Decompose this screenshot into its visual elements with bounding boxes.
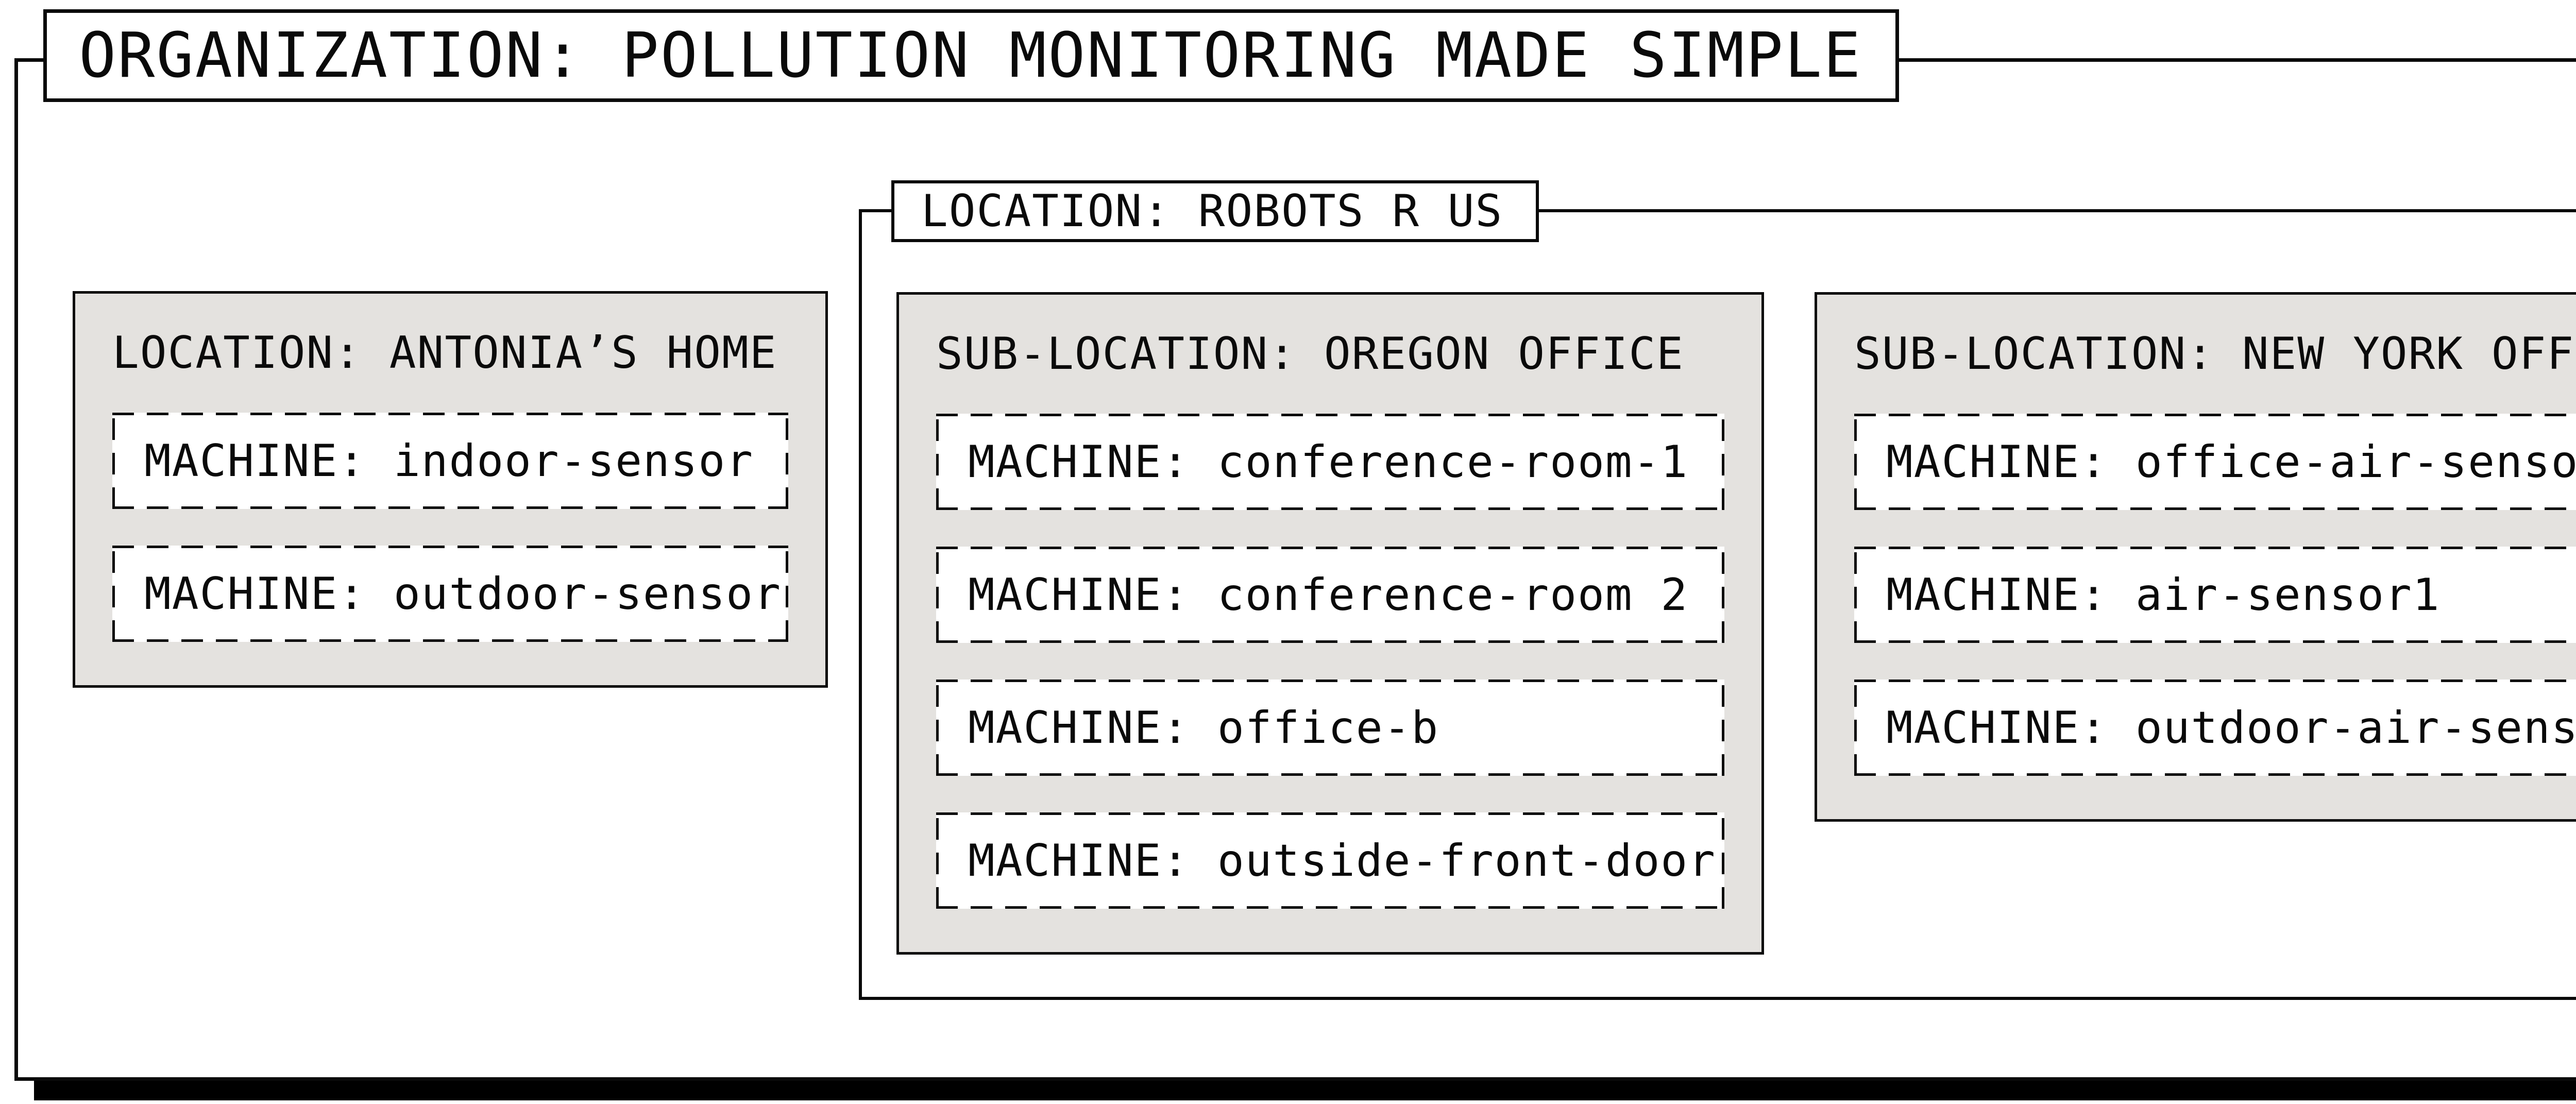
sub-location-new-york-office: SUB-LOCATION: NEW YORK OFFICE MACHINE: o… bbox=[1815, 292, 2576, 822]
organization-title-box: ORGANIZATION: POLLUTION MONITORING MADE … bbox=[43, 9, 1899, 102]
machine-label: MACHINE: indoor-sensor bbox=[144, 435, 754, 487]
machine-label: MACHINE: office-b bbox=[968, 702, 1439, 754]
machine-office-air-sensor: MACHINE: office-air-sensor bbox=[1854, 414, 2576, 510]
machine-label: MACHINE: office-air-sensor bbox=[1886, 436, 2576, 488]
machine-conference-room-1: MACHINE: conference-room-1 bbox=[936, 414, 1724, 510]
location-robots-r-us-label-box: LOCATION: ROBOTS R US bbox=[891, 180, 1539, 242]
location-robots-r-us: LOCATION: ROBOTS R US SUB-LOCATION: OREG… bbox=[859, 180, 2576, 1000]
machine-outdoor-sensor: MACHINE: outdoor-sensor bbox=[112, 546, 788, 642]
machine-label: MACHINE: air-sensor1 bbox=[1886, 569, 2441, 621]
machine-label: MACHINE: outdoor-air-sensor bbox=[1886, 702, 2576, 754]
location-robots-r-us-label: LOCATION: ROBOTS R US bbox=[921, 185, 1503, 237]
machine-air-sensor1: MACHINE: air-sensor1 bbox=[1854, 547, 2576, 643]
sub-location-new-york-office-label: SUB-LOCATION: NEW YORK OFFICE bbox=[1854, 328, 2576, 380]
machine-indoor-sensor: MACHINE: indoor-sensor bbox=[112, 413, 788, 509]
machine-outside-front-door: MACHINE: outside-front-door bbox=[936, 812, 1724, 909]
machine-label: MACHINE: conference-room 2 bbox=[968, 569, 1689, 621]
machine-label: MACHINE: outside-front-door bbox=[968, 835, 1716, 887]
sub-location-oregon-office-label: SUB-LOCATION: OREGON OFFICE bbox=[936, 328, 1684, 380]
machine-label: MACHINE: outdoor-sensor bbox=[144, 568, 782, 620]
machine-label: MACHINE: conference-room-1 bbox=[968, 436, 1689, 488]
organization-title: ORGANIZATION: POLLUTION MONITORING MADE … bbox=[79, 20, 1862, 92]
location-antonias-home: LOCATION: ANTONIA’S HOME MACHINE: indoor… bbox=[73, 291, 828, 688]
sub-location-oregon-office: SUB-LOCATION: OREGON OFFICE MACHINE: con… bbox=[896, 292, 1764, 955]
machine-office-b: MACHINE: office-b bbox=[936, 680, 1724, 776]
machine-conference-room-2: MACHINE: conference-room 2 bbox=[936, 547, 1724, 643]
location-antonias-home-label: LOCATION: ANTONIA’S HOME bbox=[112, 327, 777, 379]
machine-outdoor-air-sensor: MACHINE: outdoor-air-sensor bbox=[1854, 680, 2576, 776]
